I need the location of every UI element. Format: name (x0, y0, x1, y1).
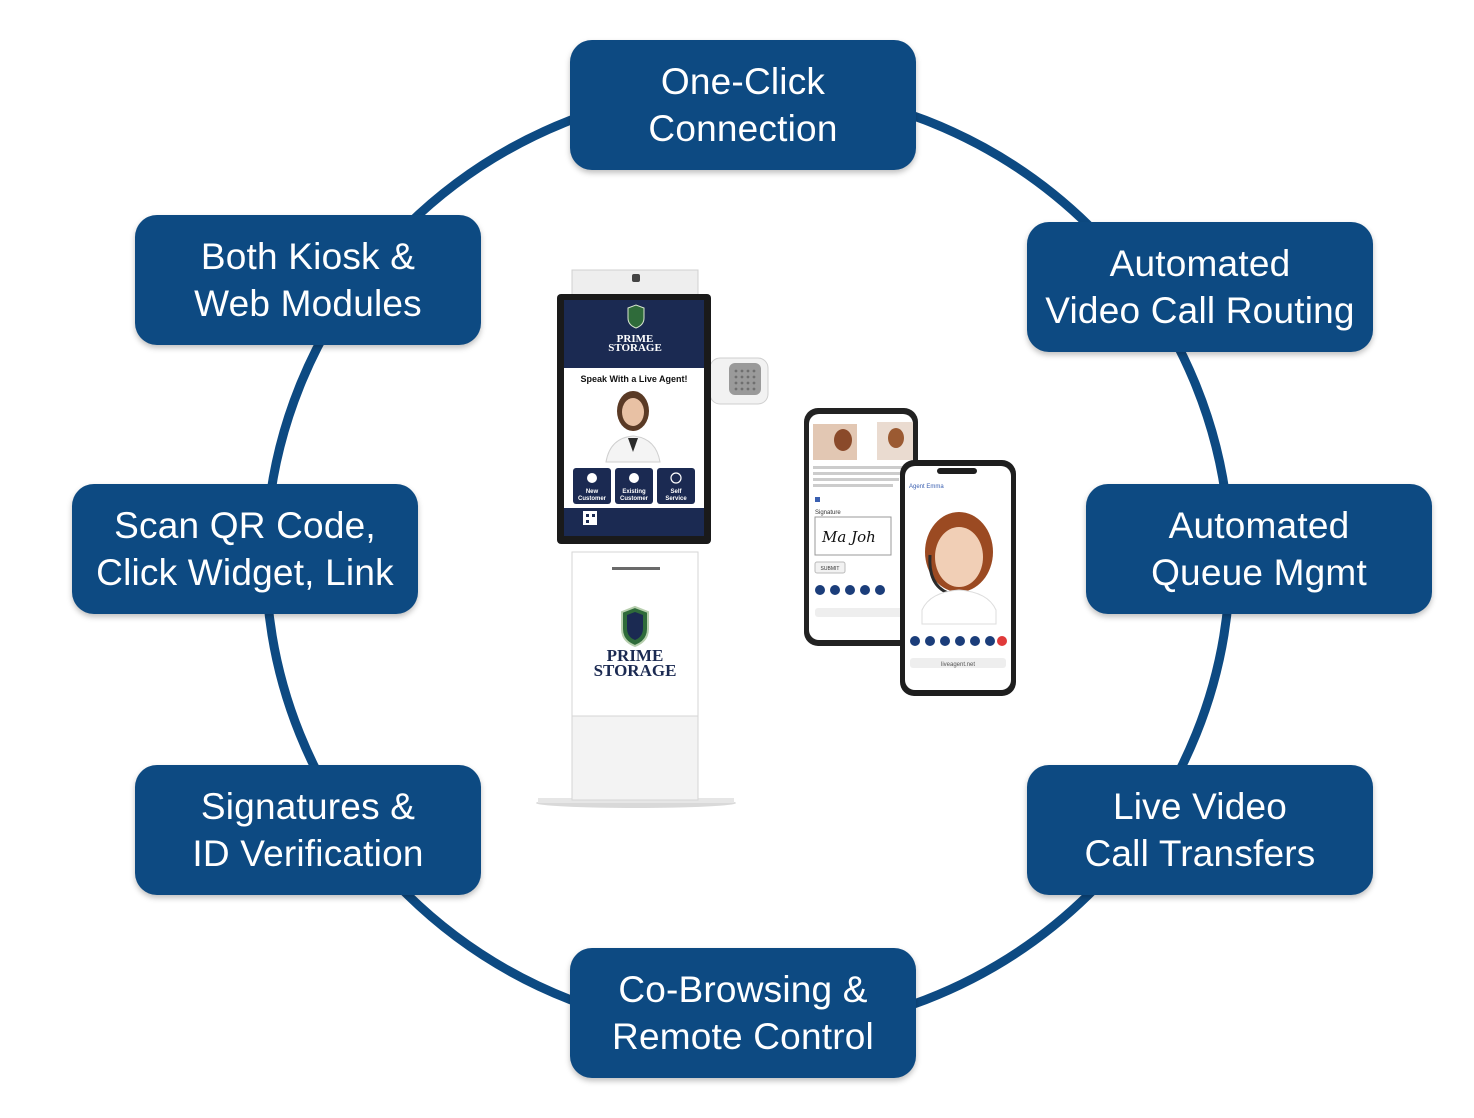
kiosk-button-new-line1: New (586, 489, 599, 495)
feature-label-line2: Connection (648, 108, 838, 149)
kiosk-cabinet-brand-line2: STORAGE (594, 661, 677, 680)
feature-label-line2: Call Transfers (1084, 833, 1316, 874)
feature-label-line2: Queue Mgmt (1151, 552, 1367, 593)
feature-signatures-id: Signatures & ID Verification (135, 765, 481, 895)
feature-label-line1: Scan QR Code, (114, 505, 376, 546)
kiosk-button-self-line2: Service (665, 496, 687, 502)
devices-illustration: PRIME STORAGE Speak With a Live Agent! N… (536, 269, 1016, 808)
feature-label-line2: Video Call Routing (1045, 290, 1355, 331)
kiosk-button-self-line1: Self (670, 489, 682, 495)
kiosk-screen-buttons: New Customer Existing Customer Self Serv… (573, 468, 695, 504)
kiosk-button-existing-line1: Existing (622, 489, 646, 495)
feature-queue-management: Automated Queue Mgmt (1086, 484, 1432, 614)
back-phone-submit-button: SUBMIT (821, 566, 840, 572)
feature-video-call-routing: Automated Video Call Routing (1027, 222, 1373, 352)
kiosk-button-new-line2: Customer (578, 496, 607, 502)
feature-cobrowsing-remote: Co-Browsing & Remote Control (570, 948, 916, 1078)
feature-label-line2: Web Modules (194, 283, 422, 324)
feature-label-line1: Live Video (1112, 786, 1288, 827)
feature-label-line2: ID Verification (192, 833, 424, 874)
back-phone-signature: Ma Joh (821, 528, 876, 546)
kiosk-image: PRIME STORAGE Speak With a Live Agent! N… (536, 269, 769, 808)
feature-label-line2: Click Widget, Link (96, 552, 394, 593)
kiosk-screen-brand-line2: STORAGE (608, 342, 662, 354)
kiosk-cabinet-brand-line1: PRIME (607, 646, 664, 665)
feature-label-line1: Signatures & (200, 786, 416, 827)
kiosk-button-existing-line2: Customer (620, 496, 649, 502)
feature-kiosk-web-modules: Both Kiosk & Web Modules (135, 215, 481, 345)
feature-label-line1: Co-Browsing & (618, 969, 868, 1010)
feature-label-line1: Both Kiosk & (200, 236, 416, 277)
qr-code-icon (583, 511, 597, 525)
feature-qr-widget-link: Scan QR Code, Click Widget, Link (72, 484, 418, 614)
back-phone-signature-title: Signature (815, 510, 841, 516)
feature-label-line1: Automated (1109, 243, 1291, 284)
feature-one-click-connection: One-Click Connection (570, 40, 916, 170)
feature-label-line2: Remote Control (612, 1016, 874, 1057)
feature-label-line1: Automated (1168, 505, 1350, 546)
kiosk-screen-brand-line1: PRIME (617, 333, 654, 345)
front-phone-agent-label: Agent Emma (909, 484, 944, 490)
kiosk-screen-headline: Speak With a Live Agent! (580, 374, 687, 384)
phones-image: Signature Ma Joh SUBMIT Agent Emma livea… (804, 408, 1016, 696)
feature-label-line1: One-Click (660, 61, 826, 102)
feature-call-transfers: Live Video Call Transfers (1027, 765, 1373, 895)
front-phone-url: liveagent.net (941, 662, 975, 668)
